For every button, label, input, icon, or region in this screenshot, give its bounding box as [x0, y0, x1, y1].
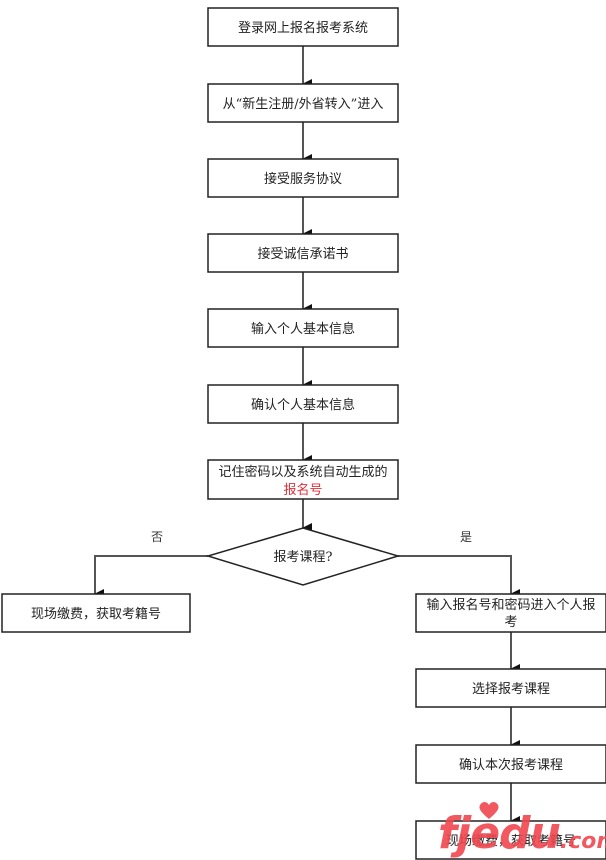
registration-number-highlight: 报名号 — [283, 482, 322, 498]
step-confirm-info-text: 确认个人基本信息 — [251, 397, 355, 413]
decision-diamond — [205, 527, 401, 586]
step-pay-left-text: 现场缴费，获取考籍号 — [31, 606, 161, 622]
step-input-info-text: 输入个人基本信息 — [251, 321, 355, 337]
branch-yes-label: 是 — [460, 530, 472, 544]
step-remember-box — [207, 459, 399, 500]
step-login-text: 登录网上报名报考系统 — [238, 20, 368, 36]
arrow-no-branch — [94, 555, 208, 599]
step-pay-right-text: 现场缴费，获取考籍号 — [446, 833, 576, 849]
step-login-personal-box — [415, 593, 606, 633]
step-confirm-course-text: 确认本次报考课程 — [459, 757, 563, 773]
step-enter-box — [207, 83, 399, 123]
decision-text: 报考课程? — [274, 550, 333, 565]
step-confirm-course-box — [415, 744, 606, 784]
watermark-heart-icon — [479, 802, 499, 819]
watermark-main: fjedu — [438, 808, 561, 859]
branch-no-label: 否 — [151, 530, 163, 544]
step-remember-text-line1: 记住密码以及系统自动生成的 — [218, 464, 387, 480]
watermark-suffix: .com — [559, 829, 606, 854]
step-login-personal-text-line1: 输入报名号和密码进入个人报 — [426, 597, 595, 613]
step-service-box — [207, 158, 399, 198]
step-select-course-text: 选择报考课程 — [472, 682, 550, 697]
step-select-course-box — [415, 668, 606, 708]
step-enter-text: 从“新生注册/外省转入”进入 — [223, 96, 384, 112]
watermark-logo: fjedu.com — [438, 808, 606, 859]
step-pay-right-box — [415, 820, 606, 860]
step-integrity-text: 接受诚信承诺书 — [257, 246, 348, 262]
step-input-info-box — [207, 308, 399, 348]
step-pay-left-box — [1, 593, 191, 633]
step-integrity-box — [207, 233, 399, 273]
step-service-text: 接受服务协议 — [264, 171, 342, 187]
step-confirm-info-box — [207, 384, 399, 424]
step-login-personal-text-line2: 考 — [504, 615, 517, 630]
step-login-box — [207, 7, 399, 47]
arrow-yes-branch — [398, 555, 520, 599]
